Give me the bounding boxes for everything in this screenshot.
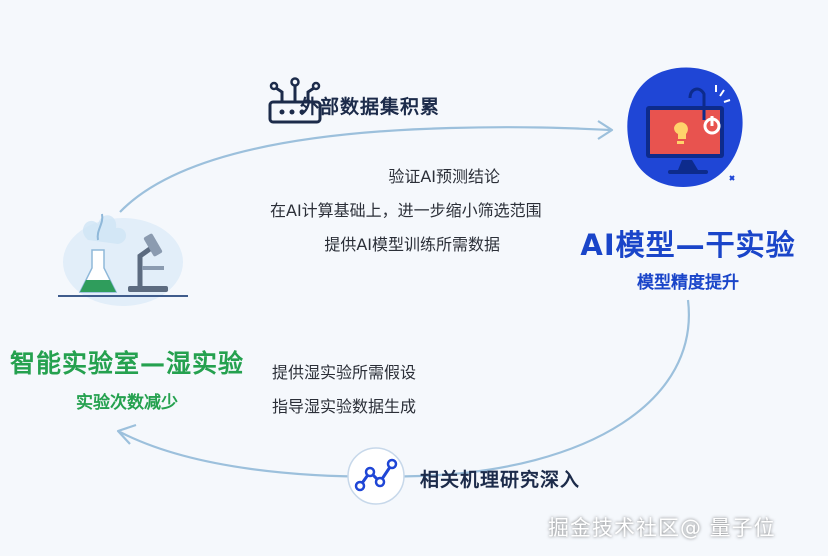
top-arrowhead bbox=[597, 120, 614, 140]
lower-middle-text: 提供湿实验所需假设 指导湿实验数据生成 bbox=[272, 356, 416, 424]
router-icon bbox=[268, 77, 322, 124]
lab-node-subtitle: 实验次数减少 bbox=[76, 393, 178, 413]
bottom-arrowhead bbox=[116, 423, 137, 445]
upper-middle-line: 验证AI预测结论 bbox=[388, 167, 500, 186]
network-graph-icon bbox=[347, 447, 405, 505]
lab-node-title: 智能实验室—湿实验 bbox=[9, 349, 244, 378]
ai-node-title: AI模型—干实验 bbox=[580, 228, 796, 262]
top-arrow-label: 外部数据集积累 bbox=[300, 96, 441, 118]
watermark: 掘金技术社区@ 量子位 bbox=[548, 516, 776, 540]
lower-middle-line: 指导湿实验数据生成 bbox=[272, 397, 417, 416]
upper-middle-line: 提供AI模型训练所需数据 bbox=[324, 235, 500, 254]
top-arrow-curve bbox=[119, 126, 611, 213]
bottom-arrow-curve bbox=[119, 299, 690, 478]
computer-monitor-icon bbox=[627, 67, 743, 187]
lower-middle-line: 提供湿实验所需假设 bbox=[272, 363, 417, 382]
bottom-arrow-label: 相关机理研究深入 bbox=[420, 469, 581, 491]
lab-flask-microscope-icon bbox=[58, 213, 188, 306]
upper-middle-text: 验证AI预测结论 在AI计算基础上，进一步缩小筛选范围 提供AI模型训练所需数据 bbox=[270, 160, 542, 262]
upper-middle-line: 在AI计算基础上，进一步缩小筛选范围 bbox=[270, 201, 542, 220]
ai-node-subtitle: 模型精度提升 bbox=[637, 273, 739, 293]
